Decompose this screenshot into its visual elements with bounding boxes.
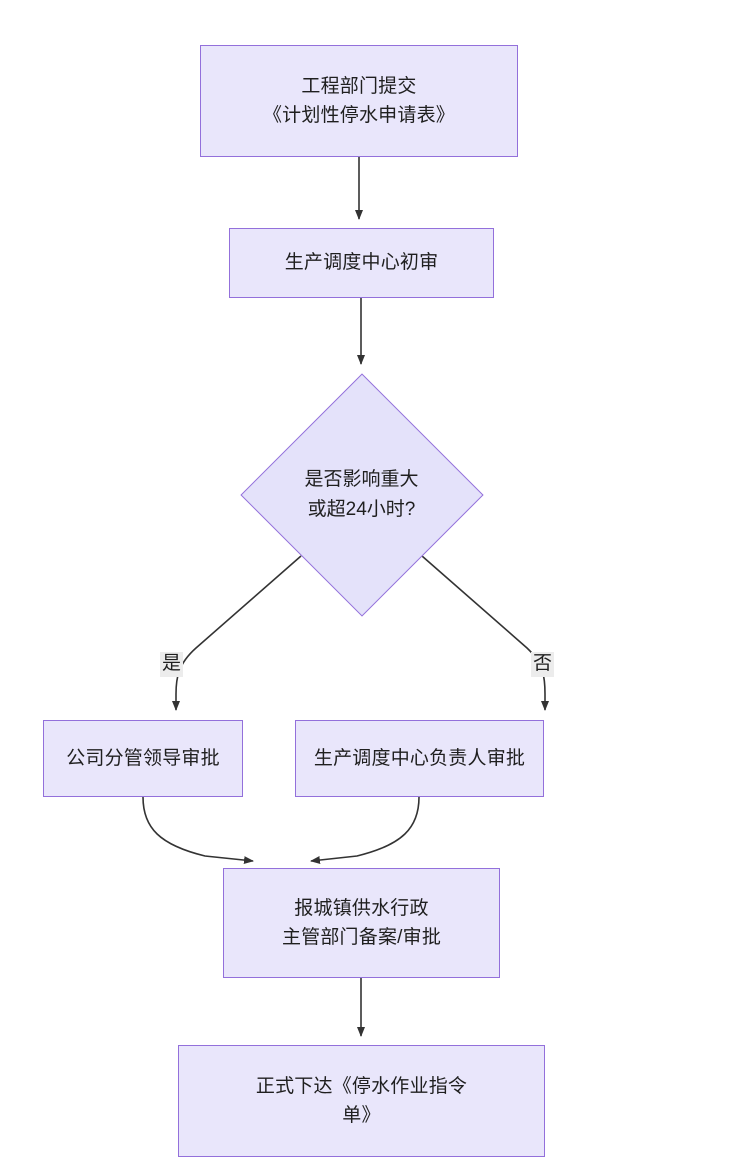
decision-label: 是否影响重大 或超24小时? bbox=[304, 469, 419, 520]
node-submit-application[interactable]: 工程部门提交 《计划性停水申请表》 bbox=[200, 45, 518, 157]
edge-n4-n6 bbox=[142, 796, 254, 865]
edge-n5-n6 bbox=[310, 796, 420, 865]
edge-label-yes: 是 bbox=[160, 652, 184, 677]
node-dispatch-head-approval[interactable]: 生产调度中心负责人审批 bbox=[295, 720, 544, 797]
node-dispatch-center-review[interactable]: 生产调度中心初审 bbox=[229, 228, 494, 298]
node-company-leader-approval[interactable]: 公司分管领导审批 bbox=[43, 720, 243, 797]
edge-label-no: 否 bbox=[531, 652, 555, 677]
node-municipal-filing-approval[interactable]: 报城镇供水行政 主管部门备案/审批 bbox=[223, 868, 500, 978]
node-issue-shutdown-order[interactable]: 正式下达《停水作业指令 单》 bbox=[178, 1045, 545, 1157]
node-decision-impact[interactable]: 是否影响重大 或超24小时? bbox=[239, 372, 484, 617]
